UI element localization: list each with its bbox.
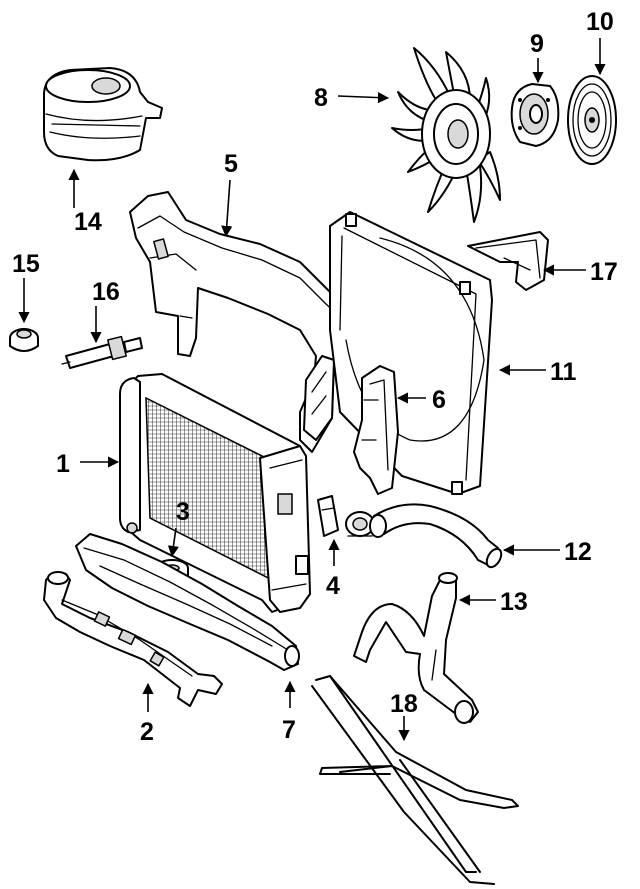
callout-8: 8 [314, 84, 328, 112]
callout-2: 2 [140, 718, 154, 746]
callout-17: 17 [590, 258, 618, 286]
callout-16: 16 [92, 278, 120, 306]
callout-12: 12 [564, 538, 592, 566]
callout-3: 3 [176, 498, 190, 526]
lower-radiator-hose [353, 572, 479, 724]
fan-bracket [467, 231, 549, 291]
callout-6: 6 [432, 386, 446, 414]
lower-mount-bracket [43, 571, 223, 707]
callout-5: 5 [224, 150, 238, 178]
callout-9: 9 [530, 30, 544, 58]
callout-4: 4 [326, 572, 340, 600]
radiator-support [129, 191, 399, 453]
radiator-cap [9, 328, 39, 352]
callout-15: 15 [12, 250, 40, 278]
callout-11: 11 [550, 358, 577, 386]
hose-clamp [317, 495, 375, 537]
leader-lines [18, 38, 606, 742]
pulley [567, 75, 617, 165]
temperature-sensor [61, 335, 143, 369]
callout-10: 10 [586, 8, 614, 36]
callout-18: 18 [390, 690, 418, 718]
shroud-seal [353, 365, 399, 495]
cooling-fan [391, 47, 501, 223]
callout-13: 13 [500, 588, 528, 616]
coolant-reservoir [43, 67, 163, 162]
callout-labels: 1 2 3 4 5 6 7 8 9 10 11 12 13 14 15 16 1… [12, 8, 618, 746]
callout-1: 1 [56, 450, 70, 478]
lower-air-deflector [75, 533, 300, 671]
callout-14: 14 [74, 208, 102, 236]
fan-clutch [510, 83, 560, 147]
upper-radiator-hose [369, 503, 503, 569]
callout-7: 7 [282, 716, 296, 744]
support-rod [311, 675, 519, 885]
